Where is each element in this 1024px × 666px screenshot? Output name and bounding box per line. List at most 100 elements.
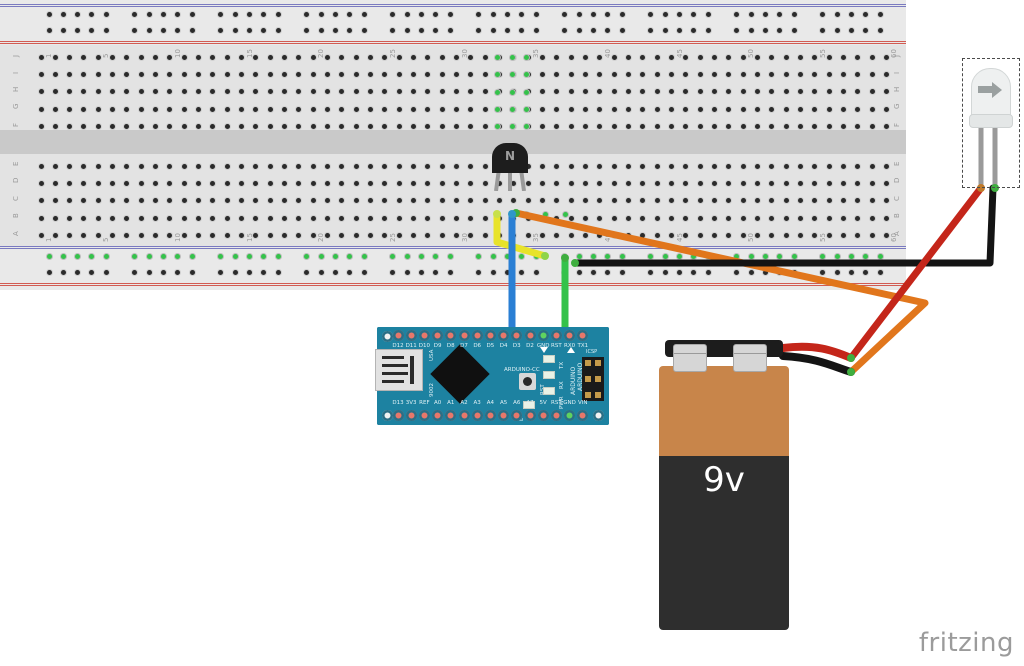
rail-hole-top-neg-33[interactable] [519, 11, 525, 17]
hole-C13[interactable] [210, 198, 216, 204]
hole-H19[interactable] [296, 89, 302, 95]
rail-hole-bot-pos-0[interactable] [46, 269, 52, 275]
rail-hole-bot-pos-34[interactable] [533, 269, 539, 275]
rail-hole-bot-pos-40[interactable] [619, 269, 625, 275]
rail-hole-top-neg-37[interactable] [576, 11, 582, 17]
hole-H5[interactable] [95, 89, 101, 95]
hole-B15[interactable] [239, 215, 245, 221]
rail-hole-bot-pos-28[interactable] [447, 269, 453, 275]
hole-I38[interactable] [568, 71, 574, 77]
hole-J4[interactable] [81, 54, 87, 60]
hole-D5[interactable] [95, 180, 101, 186]
hole-J54[interactable] [797, 54, 803, 60]
rail-hole-top-pos-54[interactable] [820, 27, 826, 33]
hole-H32[interactable] [482, 89, 488, 95]
hole-D48[interactable] [712, 180, 717, 186]
rail-hole-bot-pos-20[interactable] [333, 269, 339, 275]
hole-B18[interactable] [282, 215, 288, 221]
hole-E25[interactable] [382, 163, 388, 169]
hole-D38[interactable] [568, 180, 574, 186]
hole-H38[interactable] [568, 89, 574, 95]
hole-B21[interactable] [325, 215, 331, 221]
hole-A21[interactable] [325, 233, 331, 239]
rail-hole-top-pos-38[interactable] [591, 27, 597, 33]
rail-hole-top-pos-55[interactable] [834, 27, 840, 33]
hole-J16[interactable] [253, 54, 259, 60]
hole-E24[interactable] [368, 163, 374, 169]
hole-I60[interactable] [883, 71, 889, 77]
rail-hole-top-neg-39[interactable] [605, 11, 611, 17]
hole-F18[interactable] [282, 124, 288, 130]
hole-C29[interactable] [439, 198, 445, 204]
hole-D42[interactable] [626, 180, 632, 186]
hole-E50[interactable] [740, 163, 746, 169]
hole-H3[interactable] [67, 89, 73, 95]
nano-pin-D7-top[interactable] [458, 330, 470, 341]
hole-A22[interactable] [339, 233, 345, 239]
hole-G3[interactable] [67, 106, 73, 112]
hole-G53[interactable] [783, 106, 789, 112]
rail-hole-bot-pos-33[interactable] [519, 269, 525, 275]
led-component[interactable] [962, 58, 1020, 188]
hole-G27[interactable] [411, 106, 417, 112]
connected-hole-14[interactable] [523, 123, 529, 129]
hole-F26[interactable] [396, 124, 402, 130]
nano-pin-D5-top[interactable] [484, 330, 496, 341]
rail-hole-bot-neg-57[interactable] [863, 253, 869, 259]
hole-E37[interactable] [554, 163, 560, 169]
hole-A8[interactable] [138, 233, 144, 239]
hole-H18[interactable] [282, 89, 288, 95]
hole-H29[interactable] [439, 89, 445, 95]
hole-F30[interactable] [454, 124, 460, 130]
rail-hole-bot-neg-46[interactable] [705, 253, 711, 259]
hole-I54[interactable] [797, 71, 803, 77]
hole-E42[interactable] [626, 163, 632, 169]
hole-E60[interactable] [883, 163, 889, 169]
hole-H24[interactable] [368, 89, 374, 95]
rail-hole-top-pos-43[interactable] [662, 27, 668, 33]
rail-hole-top-pos-45[interactable] [691, 27, 697, 33]
hole-D1[interactable] [38, 180, 44, 186]
rail-hole-bot-neg-48[interactable] [734, 253, 740, 259]
rail-hole-bot-pos-8[interactable] [161, 269, 167, 275]
hole-J6[interactable] [110, 54, 116, 60]
rail-hole-bot-pos-24[interactable] [390, 269, 396, 275]
hole-G36[interactable] [540, 106, 546, 112]
hole-I48[interactable] [712, 71, 717, 77]
rail-hole-bot-neg-26[interactable] [419, 253, 425, 259]
hole-J5[interactable] [95, 54, 101, 60]
rail-hole-top-pos-9[interactable] [175, 27, 181, 33]
hole-B56[interactable] [826, 215, 832, 221]
hole-E48[interactable] [712, 163, 717, 169]
hole-C35[interactable] [525, 198, 531, 204]
rail-hole-top-pos-25[interactable] [404, 27, 410, 33]
rail-hole-bot-neg-39[interactable] [605, 253, 611, 259]
hole-E43[interactable] [640, 163, 646, 169]
hole-J60[interactable] [883, 54, 889, 60]
hole-I51[interactable] [755, 71, 760, 77]
rail-hole-bot-neg-33[interactable] [519, 253, 525, 259]
hole-F13[interactable] [210, 124, 216, 130]
hole-F49[interactable] [726, 124, 732, 130]
hole-F28[interactable] [425, 124, 431, 130]
hole-D54[interactable] [797, 180, 803, 186]
hole-F44[interactable] [654, 124, 660, 130]
hole-B57[interactable] [840, 215, 846, 221]
hole-C26[interactable] [396, 198, 402, 204]
hole-C53[interactable] [783, 198, 789, 204]
rail-hole-bot-pos-6[interactable] [132, 269, 138, 275]
hole-G15[interactable] [239, 106, 245, 112]
nano-pin-RX0-top[interactable] [564, 330, 576, 341]
rail-hole-bot-pos-32[interactable] [505, 269, 511, 275]
hole-I33[interactable] [497, 71, 503, 77]
rail-hole-bot-neg-16[interactable] [275, 253, 281, 259]
connected-hole-2[interactable] [523, 54, 529, 60]
hole-B9[interactable] [153, 215, 159, 221]
hole-C2[interactable] [52, 198, 58, 204]
hole-D47[interactable] [697, 180, 703, 186]
hole-A29[interactable] [439, 233, 445, 239]
hole-J48[interactable] [712, 54, 717, 60]
hole-J27[interactable] [411, 54, 417, 60]
hole-E59[interactable] [869, 163, 875, 169]
rail-hole-bot-neg-21[interactable] [347, 253, 353, 259]
